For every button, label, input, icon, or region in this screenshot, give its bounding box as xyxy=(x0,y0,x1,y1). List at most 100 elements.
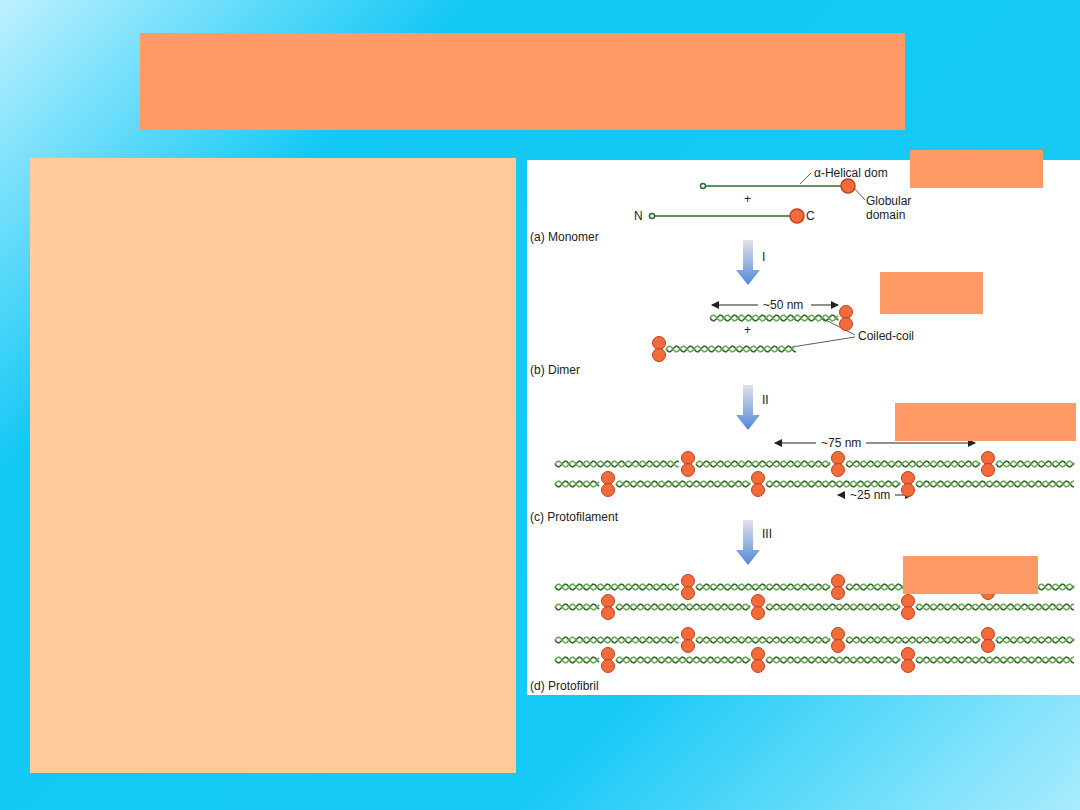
coiled-coils xyxy=(555,315,1074,663)
coil-strand xyxy=(766,604,900,610)
globular-head xyxy=(832,452,845,465)
globular-head xyxy=(682,452,695,465)
cover-box xyxy=(903,556,1038,594)
text-panel xyxy=(30,158,516,773)
monomers xyxy=(650,179,856,223)
cover-box xyxy=(880,272,983,314)
coil-strand xyxy=(916,604,1074,610)
coil-strand xyxy=(555,604,599,610)
coil-strand xyxy=(996,461,1074,467)
coil-strand xyxy=(916,657,1074,663)
globular-head xyxy=(902,484,915,497)
coil-strand xyxy=(846,637,980,643)
step-number: II xyxy=(762,393,769,407)
globular-head xyxy=(832,628,845,641)
plus-sign: + xyxy=(744,323,751,337)
coil-strand xyxy=(916,481,1074,487)
coil-strand xyxy=(666,346,796,352)
coil-strand xyxy=(766,481,900,487)
coil-strand xyxy=(846,461,980,467)
step-arrows xyxy=(736,240,760,565)
globular-head xyxy=(752,595,765,608)
globular-head xyxy=(902,607,915,620)
cover-box xyxy=(910,150,1043,188)
coil-strand xyxy=(916,604,1074,610)
globular-head xyxy=(832,464,845,477)
coil-strand xyxy=(666,346,796,352)
coil-strand xyxy=(696,637,830,643)
dimension-label: ~25 nm xyxy=(850,488,890,502)
globular-head xyxy=(982,628,995,641)
globular-head xyxy=(653,337,666,350)
coil-strand xyxy=(555,481,599,487)
coil-strand xyxy=(710,315,838,321)
coil-strand xyxy=(555,461,679,467)
globular-head xyxy=(982,464,995,477)
coil-strand xyxy=(846,637,980,643)
coil-strand xyxy=(846,461,980,467)
part-label: Coiled-coil xyxy=(858,329,914,343)
globular-head xyxy=(682,464,695,477)
coil-strand xyxy=(555,461,679,467)
coil-strand xyxy=(555,604,599,610)
coil-strand xyxy=(696,461,830,467)
coil-strand xyxy=(616,657,750,663)
globular-head xyxy=(682,575,695,588)
coil-strand xyxy=(996,637,1074,643)
globular-head xyxy=(602,607,615,620)
globular-head xyxy=(902,648,915,661)
coil-strand xyxy=(555,481,599,487)
coil-strand xyxy=(996,637,1074,643)
coil-strand xyxy=(555,584,679,590)
globular-head xyxy=(752,472,765,485)
domain-label: Globular domain xyxy=(866,194,922,222)
globular-head xyxy=(832,587,845,600)
coil-strand xyxy=(710,315,838,321)
coil-strand xyxy=(766,657,900,663)
panel-caption: (b) Dimer xyxy=(530,363,580,377)
globular-head xyxy=(832,575,845,588)
globular-head xyxy=(902,660,915,673)
globular-head xyxy=(840,318,853,331)
globular-head xyxy=(682,587,695,600)
globular-head xyxy=(902,595,915,608)
coil-strand xyxy=(616,481,750,487)
coil-strand xyxy=(616,481,750,487)
terminus-label: N xyxy=(634,209,643,223)
coil-strand xyxy=(616,604,750,610)
coil-strand xyxy=(766,604,900,610)
terminus-label: C xyxy=(806,209,815,223)
globular-head xyxy=(682,628,695,641)
globular-head xyxy=(602,648,615,661)
dimension-label: ~50 nm xyxy=(763,298,803,312)
globular-head xyxy=(653,349,666,362)
globular-heads xyxy=(602,306,995,673)
coil-strand xyxy=(696,637,830,643)
coil-strand xyxy=(555,584,679,590)
globular-head xyxy=(840,306,853,319)
globular-head xyxy=(752,660,765,673)
coil-strand xyxy=(696,461,830,467)
globular-head xyxy=(752,484,765,497)
coil-strand xyxy=(616,604,750,610)
globular-head xyxy=(602,660,615,673)
globular-head xyxy=(902,472,915,485)
panel-caption: (c) Protofilament xyxy=(530,510,618,524)
dimension-label: ~75 nm xyxy=(821,436,861,450)
globular-head xyxy=(982,452,995,465)
globular-head xyxy=(752,607,765,620)
domain-label: α-Helical dom xyxy=(814,166,888,180)
coil-strand xyxy=(555,657,599,663)
coil-strand xyxy=(696,584,830,590)
plus-sign: + xyxy=(744,192,751,206)
globular-head xyxy=(752,648,765,661)
panel-caption: (a) Monomer xyxy=(530,230,599,244)
step-number: III xyxy=(762,527,772,541)
coil-strand xyxy=(696,584,830,590)
coil-strand xyxy=(555,637,679,643)
cover-box xyxy=(895,403,1076,441)
coil-strand xyxy=(916,481,1074,487)
step-number: I xyxy=(762,250,765,264)
coil-strand xyxy=(555,657,599,663)
coil-strand xyxy=(555,637,679,643)
